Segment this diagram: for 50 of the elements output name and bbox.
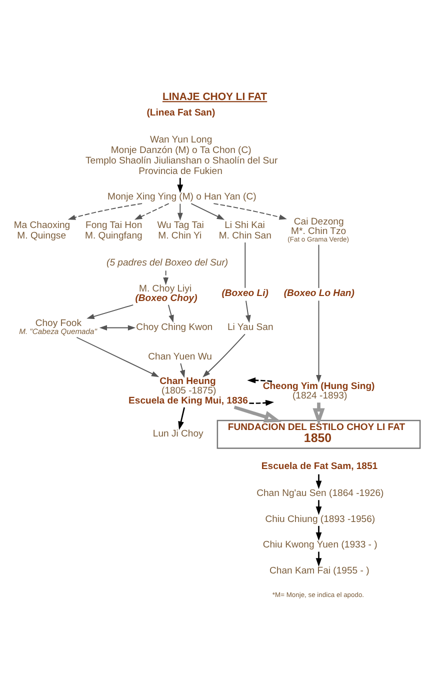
- arrow: [86, 304, 134, 320]
- diagram-title: LINAJE CHOY LI FAT: [162, 91, 268, 104]
- node-text: Escuela de Fat Sam, 1851: [261, 461, 378, 472]
- arrow: [234, 406, 282, 423]
- node-box: FUNDACION DEL ESTILO CHOY LI FAT 1850: [216, 420, 421, 449]
- node-text: Choy Fook M. "Cabeza Quemada": [19, 318, 97, 336]
- node-text: Chan Ng'au Sen (1864 -1926): [256, 488, 384, 499]
- node-text: Ma Chaoxing M. Quingse: [14, 220, 70, 242]
- arrow: [190, 203, 225, 220]
- node-text: (5 padres del Boxeo del Sur): [106, 258, 228, 269]
- node-text: (Boxeo Li): [222, 288, 268, 299]
- arrow: [249, 400, 274, 406]
- arrow: [99, 325, 136, 330]
- arrow: [177, 203, 183, 221]
- arrow: [202, 334, 246, 378]
- node-text: Wu Tag Tai M. Chin Yi: [157, 220, 204, 242]
- arrow: [316, 500, 322, 515]
- node-text: Li Yau San: [227, 322, 274, 334]
- arrow: [163, 270, 168, 286]
- label: (Linea Fat San): [146, 108, 216, 119]
- arrow: [316, 300, 322, 383]
- node-text: Chan Yuen Wu: [148, 351, 212, 362]
- node-text: Lun Ji Choy: [152, 428, 204, 440]
- arrow: [76, 336, 160, 378]
- arrow: [246, 300, 251, 323]
- node-text: Fong Tai Hon M. Quingfang: [85, 220, 142, 242]
- node-text: Monje Xing Ying (M) o Han Yan (C): [108, 192, 256, 203]
- node-text: Chan Heung (1805 -1875) Escuela de King Mui, 1836: [128, 376, 248, 406]
- node-text: Cheong Yim (Hung Sing) (1824 -1893): [262, 380, 375, 402]
- arrow: [247, 377, 272, 384]
- arrow: [213, 203, 287, 220]
- node-text: M. Choy Liyi (Boxeo Choy): [135, 283, 198, 304]
- arrow: [178, 407, 185, 430]
- node-text: Wan Yun Long Monje Danzón (M) o Ta Chon (C) Templo Shaolín Jiulianshan o Shaolín del Sur Provincia de Fukien: [86, 134, 278, 177]
- arrow: [316, 552, 322, 567]
- arrow: [316, 526, 322, 541]
- arrow: [316, 474, 322, 490]
- arrow: [168, 304, 174, 323]
- connector: [318, 244, 320, 288]
- connector: [244, 242, 246, 288]
- node-text: Chiu Chiung (1893 -1956): [265, 514, 376, 525]
- arrow: [68, 203, 143, 220]
- node-text: Choy Ching Kwon: [136, 322, 213, 334]
- node-text: (Boxeo Lo Han): [284, 288, 354, 299]
- arrow: [177, 178, 184, 194]
- node-text: Chan Kam Fai (1955 - ): [270, 565, 370, 576]
- node-text: Chiu Kwong Yuen (1933 - ): [262, 540, 378, 551]
- node-text: Li Shi Kai M. Chin San: [218, 220, 272, 242]
- arrow: [134, 203, 170, 220]
- arrow: [180, 362, 186, 378]
